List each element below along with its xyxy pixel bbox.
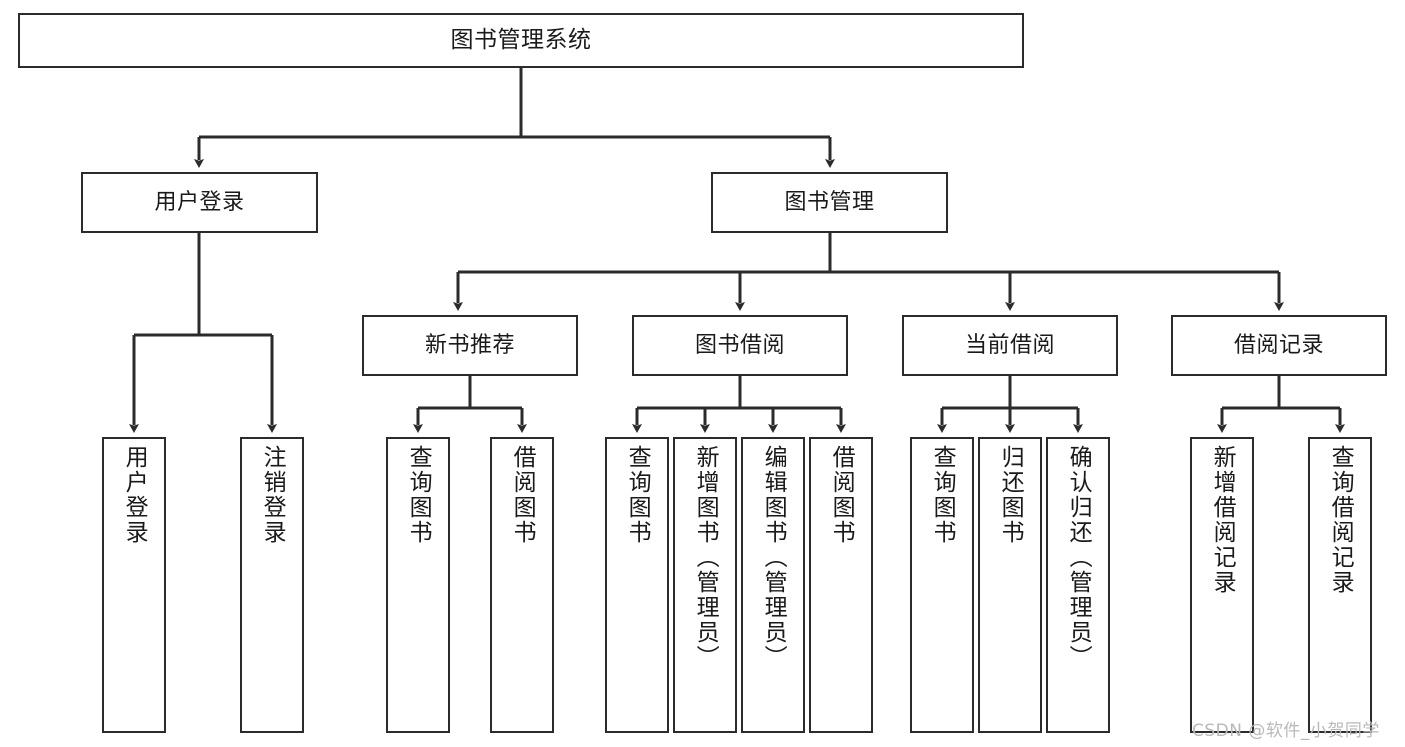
csdn-watermark-text: CSDN @软件_小贺同学 — [1192, 721, 1380, 741]
leaf-recommend-borrow-book[interactable]: 借阅图书 — [490, 437, 554, 733]
node-book-management[interactable]: 图书管理 — [711, 172, 948, 233]
leaf-current-query-book[interactable]: 查询图书 — [910, 437, 974, 733]
node-book-borrow[interactable]: 图书借阅 — [632, 315, 848, 376]
csdn-watermark: CSDN @软件_小贺同学 — [1192, 716, 1380, 741]
leaf-current-query-book-label: 查询图书 — [929, 445, 956, 545]
leaf-borrow-add-book[interactable]: 新增图书（管理员） — [673, 437, 737, 733]
leaf-current-return-book-label: 归还图书 — [997, 445, 1024, 545]
leaf-borrow-query-book[interactable]: 查询图书 — [605, 437, 669, 733]
leaf-borrow-edit-book[interactable]: 编辑图书（管理员） — [741, 437, 805, 733]
node-root[interactable]: 图书管理系统 — [18, 13, 1024, 68]
node-book-borrow-label: 图书借阅 — [694, 332, 785, 358]
leaf-record-add-record-label: 新增借阅记录 — [1209, 445, 1236, 595]
leaf-user-login-login-label: 用户登录 — [121, 445, 148, 545]
leaf-borrow-add-book-label: 新增图书（管理员） — [692, 445, 719, 670]
leaf-current-confirm-return-label: 确认归还（管理员） — [1065, 445, 1092, 670]
leaf-recommend-borrow-book-label: 借阅图书 — [509, 445, 536, 545]
node-borrow-record-label: 借阅记录 — [1233, 332, 1324, 358]
node-borrow-record[interactable]: 借阅记录 — [1171, 315, 1387, 376]
node-user-login-label: 用户登录 — [154, 189, 245, 215]
node-current-borrow[interactable]: 当前借阅 — [902, 315, 1118, 376]
leaf-record-add-record[interactable]: 新增借阅记录 — [1190, 437, 1254, 733]
leaf-borrow-edit-book-label: 编辑图书（管理员） — [760, 445, 787, 670]
leaf-recommend-query-book-label: 查询图书 — [405, 445, 432, 545]
node-book-management-label: 图书管理 — [784, 189, 875, 215]
leaf-user-login-logout[interactable]: 注销登录 — [240, 437, 304, 733]
node-new-book-recommend[interactable]: 新书推荐 — [362, 315, 578, 376]
node-user-login[interactable]: 用户登录 — [81, 172, 318, 233]
leaf-borrow-borrow-book[interactable]: 借阅图书 — [809, 437, 873, 733]
leaf-user-login-logout-label: 注销登录 — [259, 445, 286, 545]
leaf-borrow-borrow-book-label: 借阅图书 — [828, 445, 855, 545]
leaf-borrow-query-book-label: 查询图书 — [624, 445, 651, 545]
leaf-record-query-record[interactable]: 查询借阅记录 — [1308, 437, 1372, 733]
leaf-user-login-login[interactable]: 用户登录 — [102, 437, 166, 733]
leaf-current-confirm-return[interactable]: 确认归还（管理员） — [1046, 437, 1110, 733]
leaf-record-query-record-label: 查询借阅记录 — [1327, 445, 1354, 595]
node-current-borrow-label: 当前借阅 — [964, 332, 1055, 358]
leaf-current-return-book[interactable]: 归还图书 — [978, 437, 1042, 733]
leaf-recommend-query-book[interactable]: 查询图书 — [386, 437, 450, 733]
node-root-label: 图书管理系统 — [450, 26, 592, 53]
node-new-book-recommend-label: 新书推荐 — [424, 332, 515, 358]
